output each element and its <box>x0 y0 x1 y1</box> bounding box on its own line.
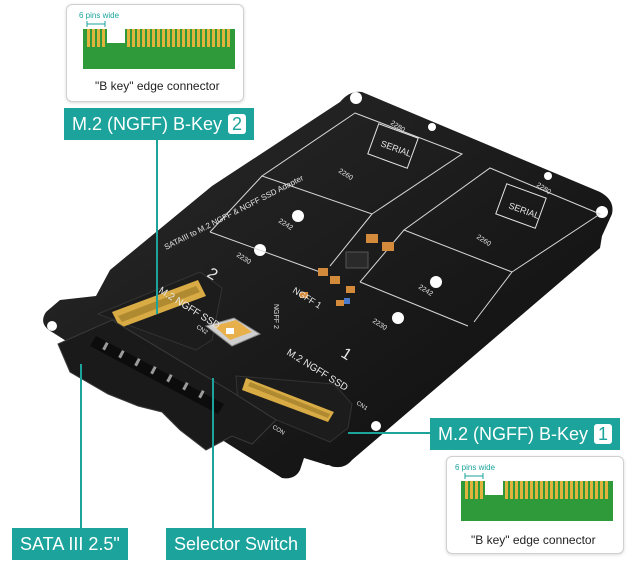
edge-connector-label: "B key" edge connector <box>471 533 596 547</box>
label-selector-switch: Selector Switch <box>166 528 307 560</box>
edge-connector-callout-bottom: 6 pins wide "B key" <box>446 456 624 554</box>
cn1-silk: CN1 <box>355 401 369 413</box>
label-sata-text: SATA III 2.5" <box>20 534 120 554</box>
leader-slot1 <box>348 432 430 434</box>
ngff2-silk: NGFF 2 <box>272 304 279 329</box>
label-m2-slot-1-text: M.2 (NGFF) B-Key <box>438 424 589 444</box>
cn2-silk: CN2 <box>195 325 209 337</box>
label-sata: SATA III 2.5" <box>12 528 128 560</box>
edge-connector-label: "B key" edge connector <box>95 79 220 93</box>
leader-sata <box>80 364 82 530</box>
pins-wide-label: 6 pins wide <box>79 11 120 20</box>
label-selector-switch-text: Selector Switch <box>174 534 299 554</box>
edge-connector-graphic <box>461 473 613 521</box>
label-m2-slot-2-number: 2 <box>228 114 247 134</box>
label-m2-slot-1-number: 1 <box>594 424 613 444</box>
label-m2-slot-2-text: M.2 (NGFF) B-Key <box>72 114 223 134</box>
leader-selector <box>212 378 214 530</box>
leader-slot2 <box>156 136 158 314</box>
pins-wide-label: 6 pins wide <box>455 463 496 472</box>
edge-connector-graphic <box>83 21 235 69</box>
edge-connector-callout-top: 6 pins wide "B key" <box>66 4 244 102</box>
